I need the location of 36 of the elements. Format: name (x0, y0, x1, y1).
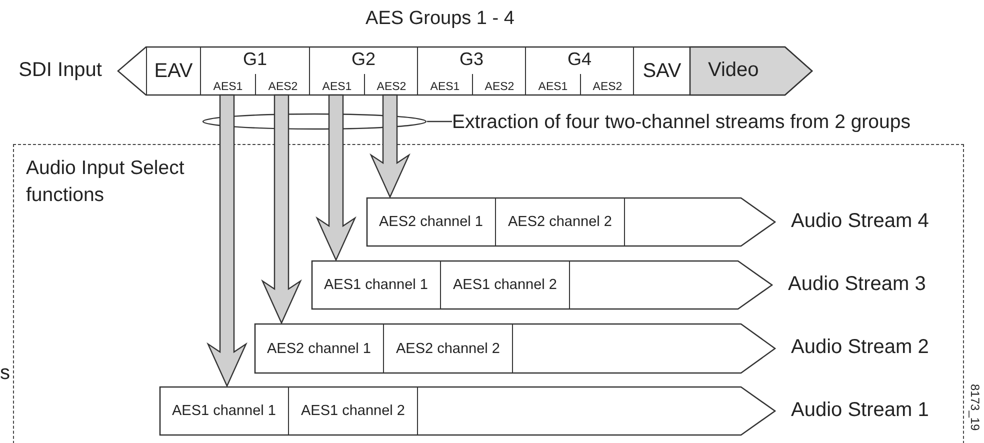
group-name: G2 (350, 49, 376, 69)
channel-cell: AES2 channel 1 (255, 324, 384, 373)
data-field: EAV (146, 47, 200, 95)
channel-field: AES1 (418, 74, 472, 95)
channel-field: AES1 (310, 74, 364, 95)
cut-off-text: s (0, 362, 10, 385)
channel-cell: AES2 channel 2 (496, 198, 625, 246)
channel-cell: AES1 channel 2 (441, 261, 570, 309)
arrow (316, 94, 356, 262)
arrow (261, 94, 302, 324)
stream-name: SDI Input (18, 59, 102, 82)
channel-cell: AES1 channel 1 (312, 261, 441, 309)
stream-label: Audio Stream 4 (791, 210, 929, 233)
group-name: G4 (566, 49, 592, 69)
channel-field: AES1 (526, 74, 580, 95)
channel-field: AES2 (580, 74, 634, 95)
arrow (206, 94, 248, 388)
channel-field: AES2 (472, 74, 526, 95)
field-label: Video (708, 59, 759, 82)
channel-cell: AES1 channel 1 (160, 387, 289, 435)
leader-line (427, 120, 452, 122)
stream-label: Audio Stream 3 (788, 273, 926, 296)
group-name: G1 (242, 49, 268, 69)
channel-cell: AES2 channel 2 (384, 324, 513, 373)
arrow (370, 94, 410, 198)
group-name: G3 (458, 49, 484, 69)
channel-field: AES1 (201, 74, 255, 95)
channel-cell: AES2 channel 1 (367, 198, 496, 246)
figure-number: 8173_19 (968, 384, 982, 431)
channel-cell: AES1 channel 2 (289, 387, 418, 435)
stream-label: Audio Stream 1 (791, 399, 929, 422)
diagram-title: AES Groups 1 - 4 (364, 8, 516, 30)
stream-label: Audio Stream 2 (791, 336, 929, 359)
callout-text: Extraction of four two-channel streams from 2 groups (452, 108, 972, 136)
function-frame (13, 144, 964, 443)
frame-title: Audio Input Select functions (26, 156, 186, 208)
